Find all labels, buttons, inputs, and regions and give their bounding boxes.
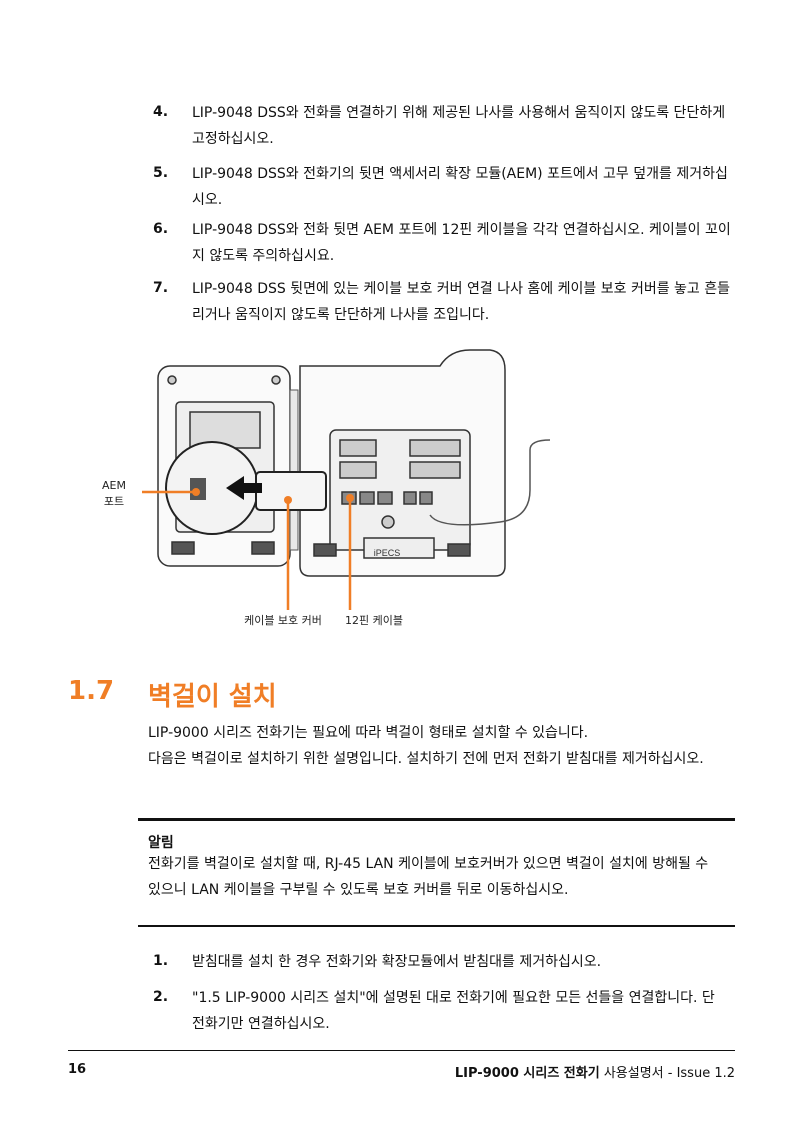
step-text: LIP-9048 DSS와 전화를 연결하기 위해 제공된 나사를 사용해서 움… xyxy=(192,105,726,147)
note-bottom-rule xyxy=(138,925,735,927)
section-title: 벽걸이 설치 xyxy=(148,682,277,712)
step-number: 2. xyxy=(153,989,169,1005)
step-number: 6. xyxy=(153,221,169,237)
phone-body xyxy=(299,349,506,577)
step-number: 1. xyxy=(153,953,169,969)
step-number: 4. xyxy=(153,104,169,120)
cable-cover-label: 케이블 보호 커버 xyxy=(244,614,322,627)
footer-title: LIP-9000 시리즈 전화기 사용설명서 - Issue 1.2 xyxy=(455,1062,735,1081)
phone-dss-diagram: iPECS xyxy=(142,349,551,610)
step-number: 5. xyxy=(153,165,169,181)
installation-figure: iPECS xyxy=(0,340,800,640)
note-text: 전화기를 벽걸이로 설치할 때, RJ-45 LAN 케이블에 보호커버가 있으… xyxy=(148,856,709,898)
section-number: 1.7 xyxy=(68,676,115,706)
step-text: LIP-9048 DSS와 전화기의 뒷면 액세서리 확장 모듈(AEM) 포트… xyxy=(192,166,728,208)
section-paragraph-1: LIP-9000 시리즈 전화기는 필요에 따라 벽걸이 형태로 설치할 수 있… xyxy=(148,725,589,741)
step-text: LIP-9048 DSS와 전화 뒷면 AEM 포트에 12핀 케이블을 각각 … xyxy=(192,222,731,264)
note-title: 알림 xyxy=(148,835,174,851)
brand-label: iPECS xyxy=(374,548,401,558)
step-text: LIP-9048 DSS 뒷면에 있는 케이블 보호 커버 연결 나사 홈에 케… xyxy=(192,281,730,323)
step-text: 받침대를 설치 한 경우 전화기와 확장모듈에서 받침대를 제거하십시오. xyxy=(192,954,602,970)
footer-title-rest: 사용설명서 - Issue 1.2 xyxy=(599,1066,735,1081)
section-paragraph-2: 다음은 벽걸이로 설치하기 위한 설명입니다. 설치하기 전에 먼저 전화기 받… xyxy=(148,751,704,767)
step-text: "1.5 LIP-9000 시리즈 설치"에 설명된 대로 전화기에 필요한 모… xyxy=(192,990,715,1032)
footer-rule xyxy=(68,1050,735,1051)
step-number: 7. xyxy=(153,280,169,296)
aem-port-label: AEM 포트 xyxy=(102,479,126,508)
note-top-rule xyxy=(138,818,735,821)
page-number: 16 xyxy=(68,1062,87,1077)
cable-12pin-label: 12핀 케이블 xyxy=(345,614,403,627)
footer-title-bold: LIP-9000 시리즈 전화기 xyxy=(454,1066,600,1081)
